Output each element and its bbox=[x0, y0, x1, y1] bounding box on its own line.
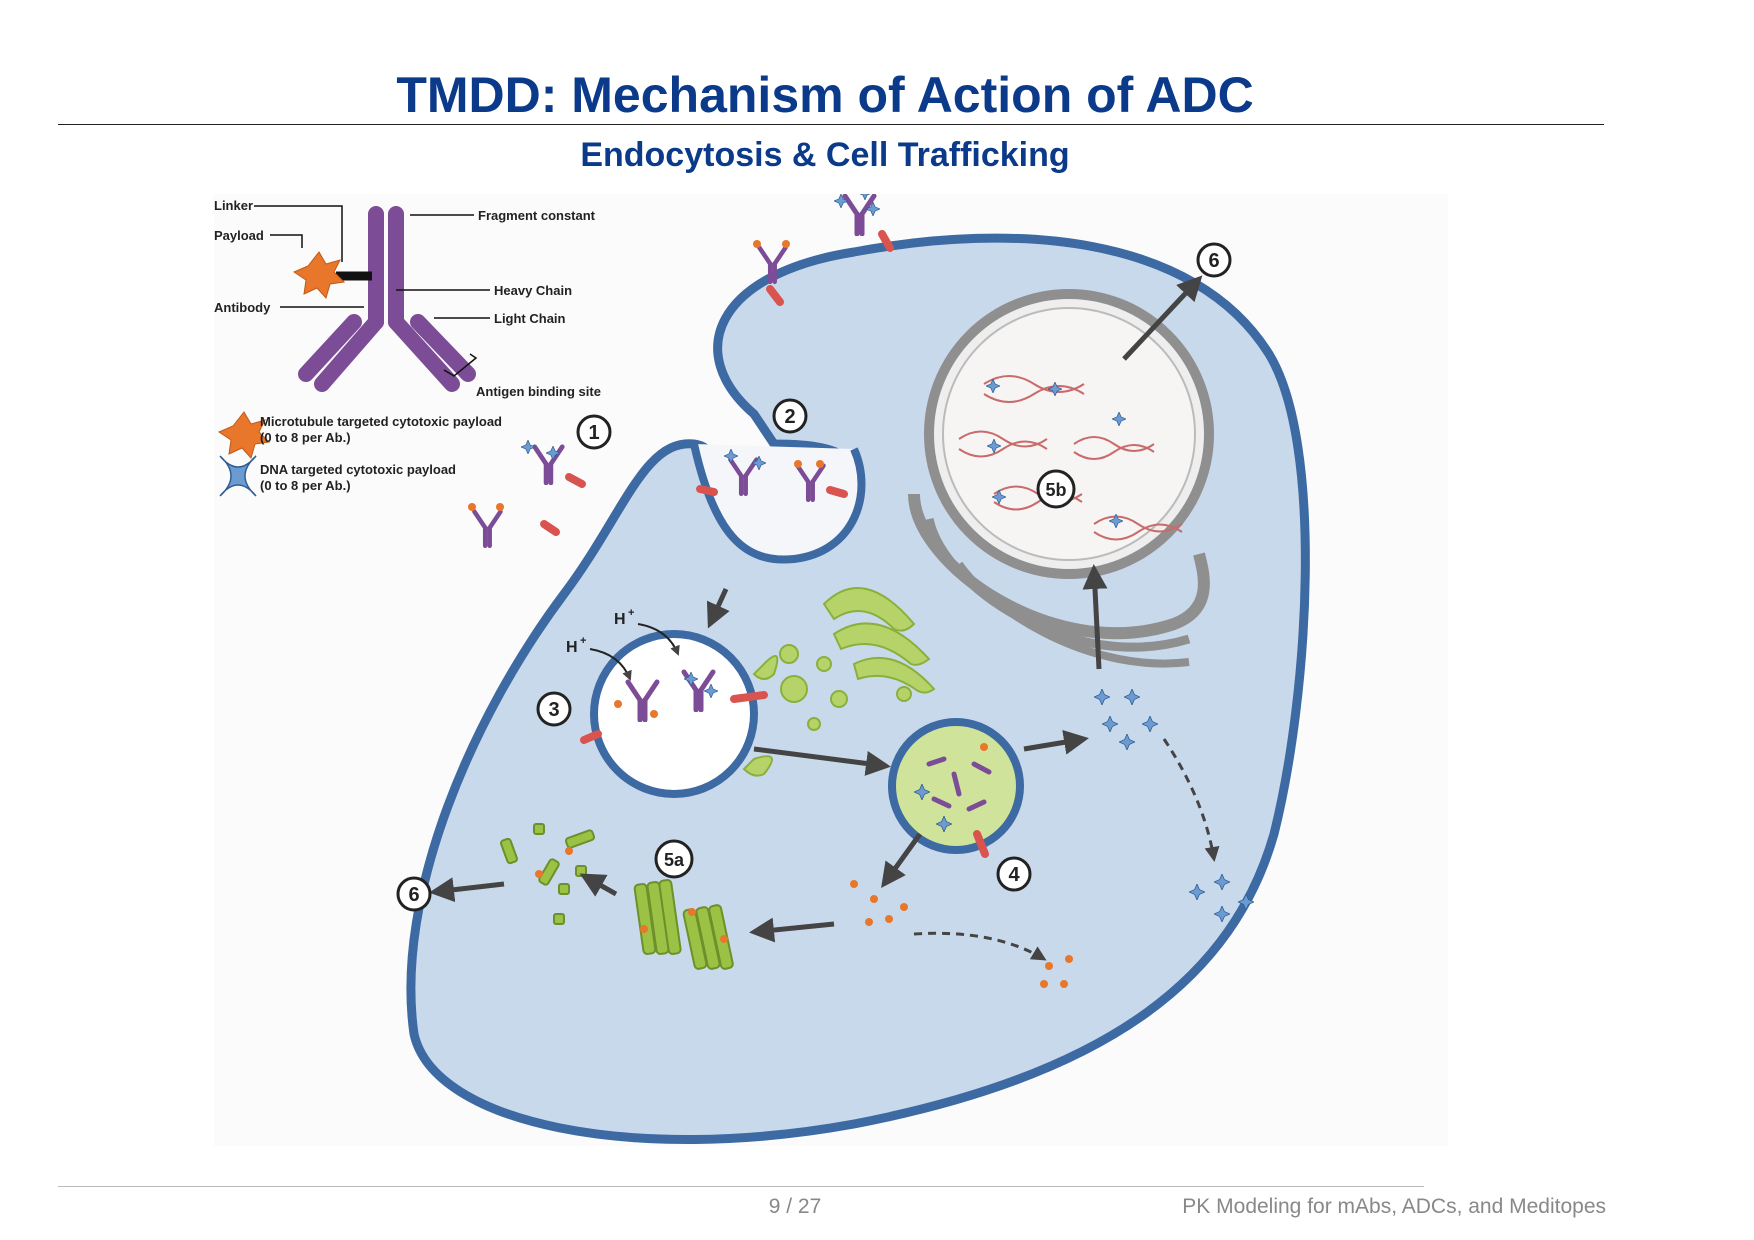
receptors bbox=[540, 230, 894, 744]
step-4-label: 4 bbox=[1008, 864, 1020, 886]
step-5b-badge bbox=[1036, 469, 1076, 509]
step-6-left-badge bbox=[396, 876, 432, 912]
legend-antigen-binding-site: Antigen binding site bbox=[476, 384, 601, 399]
step-3-badge bbox=[536, 691, 572, 727]
step-5b-label: 5b bbox=[1045, 480, 1066, 500]
slide-subtitle: Endocytosis & Cell Trafficking bbox=[580, 136, 1070, 174]
step-6-left-label: 6 bbox=[408, 884, 419, 906]
legend: Linker Payload Antibody Fragment constan… bbox=[214, 198, 601, 497]
step-5a-label: 5a bbox=[664, 850, 685, 870]
step-6-top-badge bbox=[1196, 242, 1232, 278]
legend-light-chain: Light Chain bbox=[494, 311, 566, 326]
legend-heavy-chain: Heavy Chain bbox=[494, 283, 572, 298]
endosome bbox=[590, 630, 758, 798]
footer-title: PK Modeling for mAbs, ADCs, and Meditope… bbox=[1182, 1195, 1606, 1218]
proton-label-right: H bbox=[614, 611, 626, 628]
slide-title: TMDD: Mechanism of Action of ADC bbox=[396, 67, 1254, 123]
title-rule bbox=[58, 124, 1604, 125]
proton-label-left: H bbox=[566, 639, 578, 656]
legend-micro-payload-2: (0 to 8 per Ab.) bbox=[260, 430, 351, 445]
nucleus bbox=[908, 289, 1214, 668]
step-3-label: 3 bbox=[548, 699, 559, 721]
legend-linker: Linker bbox=[214, 198, 253, 213]
step-1-label: 1 bbox=[588, 422, 599, 444]
legend-payload: Payload bbox=[214, 228, 264, 243]
step-1-badge bbox=[576, 414, 612, 450]
page-number: 9 / 27 bbox=[768, 1195, 822, 1218]
microtubules bbox=[500, 823, 734, 970]
adc-mechanism-diagram: 5b 3 H + H + 4 bbox=[214, 194, 1448, 1146]
legend-fragment-constant: Fragment constant bbox=[478, 208, 596, 223]
step-2-badge bbox=[772, 398, 808, 434]
golgi bbox=[779, 587, 936, 731]
legend-micro-payload-1: Microtubule targeted cytotoxic payload bbox=[260, 414, 502, 429]
footer-rule bbox=[58, 1186, 1424, 1187]
proton-sup-right: + bbox=[628, 607, 634, 619]
legend-antibody: Antibody bbox=[214, 300, 271, 315]
proton-sup-left: + bbox=[580, 635, 586, 647]
step-2-label: 2 bbox=[784, 406, 795, 428]
step-4-badge bbox=[996, 856, 1032, 892]
legend-dna-payload-1: DNA targeted cytotoxic payload bbox=[260, 462, 456, 477]
step-6-top-label: 6 bbox=[1208, 250, 1219, 272]
legend-dna-payload-2: (0 to 8 per Ab.) bbox=[260, 478, 351, 493]
trafficking-arrows bbox=[429, 275, 1203, 943]
extracellular-adcs bbox=[468, 194, 880, 546]
step-5a-badge bbox=[654, 839, 694, 879]
